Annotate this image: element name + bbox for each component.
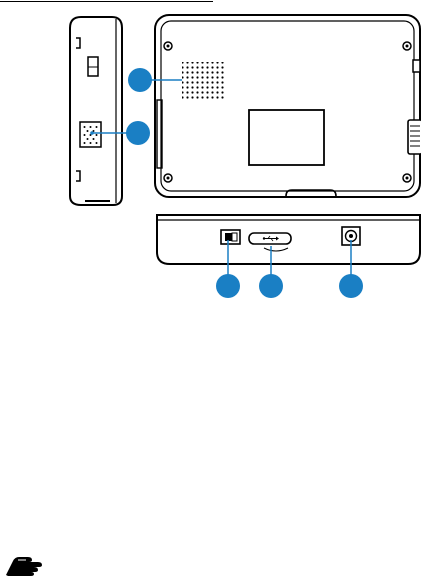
speaker-grille <box>182 62 226 99</box>
warning-hand-icon <box>4 548 46 577</box>
device-back-view <box>155 15 421 197</box>
device-bottom-view <box>157 215 420 264</box>
side-grille <box>80 122 101 147</box>
label-plate <box>249 110 324 165</box>
power-switch <box>221 230 240 244</box>
device-side-view <box>70 17 122 205</box>
side-connector <box>408 120 421 154</box>
